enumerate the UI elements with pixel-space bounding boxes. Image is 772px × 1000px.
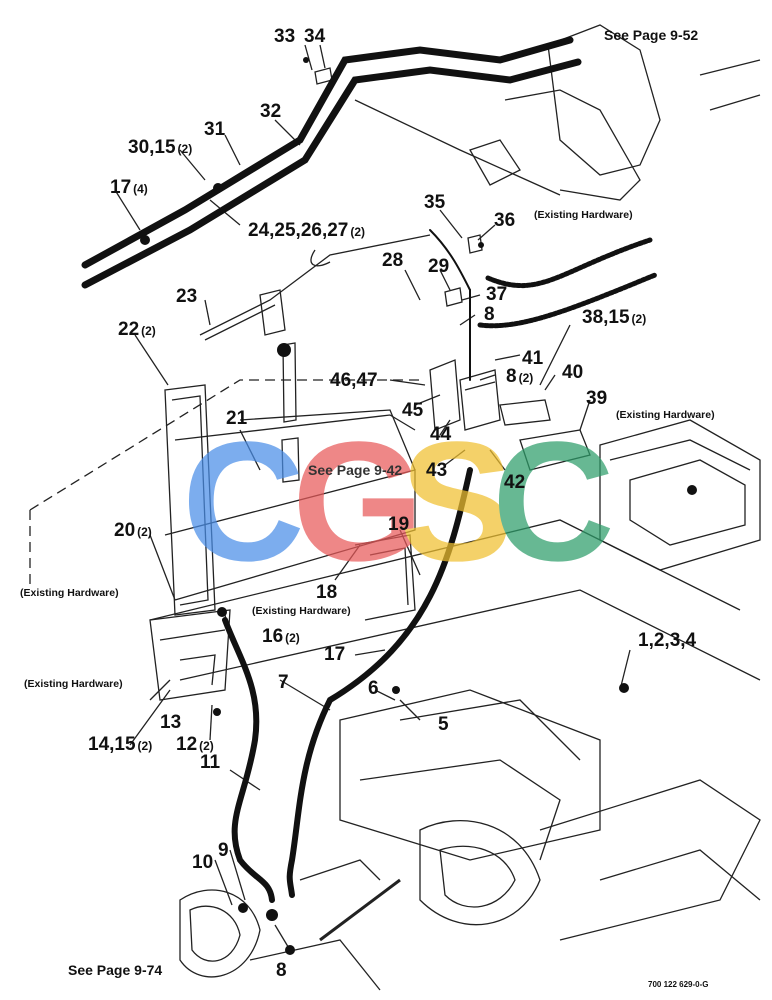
callout-19: 19 [388,514,410,535]
callout-10: 10 [192,852,214,873]
callout-21: 21 [226,408,248,429]
callout-8-upper: 8 [484,304,495,325]
callout-46-47: 46,47 [330,370,378,391]
callout-36: 36 [494,210,516,231]
existing-hardware-note-3: (Existing Hardware) [20,587,119,599]
callout-9: 9 [218,840,229,861]
callout-22: 22(2) [118,319,156,340]
callout-6: 6 [368,678,379,699]
part-code: 700 122 629-0-G [648,980,709,989]
existing-hardware-note-1: (Existing Hardware) [534,209,633,221]
callout-35: 35 [424,192,446,213]
existing-hardware-note-4: (Existing Hardware) [252,605,351,617]
callout-18: 18 [316,582,338,603]
callout-14-15: 14,15(2) [88,734,153,755]
ref-see-page-middle: See Page 9-42 [308,462,403,478]
existing-hardware-note-5: (Existing Hardware) [24,678,123,690]
callout-43: 43 [426,460,448,481]
callout-29: 29 [428,256,450,277]
existing-hardware-note-2: (Existing Hardware) [616,409,715,421]
callout-8-middle: 8(2) [506,366,534,387]
callout-31: 31 [204,119,226,140]
callout-1-2-3-4: 1,2,3,4 [638,630,697,651]
callout-39: 39 [586,388,608,409]
callout-20: 20(2) [114,520,152,541]
callout-41: 41 [522,348,544,369]
ref-see-page-top: See Page 9-52 [604,27,699,43]
callout-12: 12(2) [176,734,214,755]
callout-23: 23 [176,286,198,307]
callout-13: 13 [160,712,182,733]
hydraulic-hoses [81,36,658,903]
callout-5: 5 [438,714,449,735]
callout-33: 33 [274,26,296,47]
callout-42: 42 [504,472,526,493]
callout-38-15: 38,15(2) [582,307,647,328]
callout-30-15: 30,15(2) [128,137,193,158]
callout-45: 45 [402,400,424,421]
callout-32: 32 [260,101,282,122]
callout-7: 7 [278,672,289,693]
frame-outline [29,24,761,991]
callout-8-bottom: 8 [276,960,287,981]
callout-34: 34 [304,26,326,47]
fittings [140,57,697,955]
callout-17-top: 17(4) [110,177,148,198]
callout-37: 37 [486,284,508,305]
callout-44: 44 [430,424,452,445]
callout-17-bottom: 17 [324,644,346,665]
callout-40: 40 [562,362,584,383]
callout-24-27: 24,25,26,27(2) [248,220,366,241]
callout-16: 16(2) [262,626,300,647]
callout-28: 28 [382,250,404,271]
ref-see-page-bottom: See Page 9-74 [68,962,163,978]
callout-11: 11 [200,752,221,773]
